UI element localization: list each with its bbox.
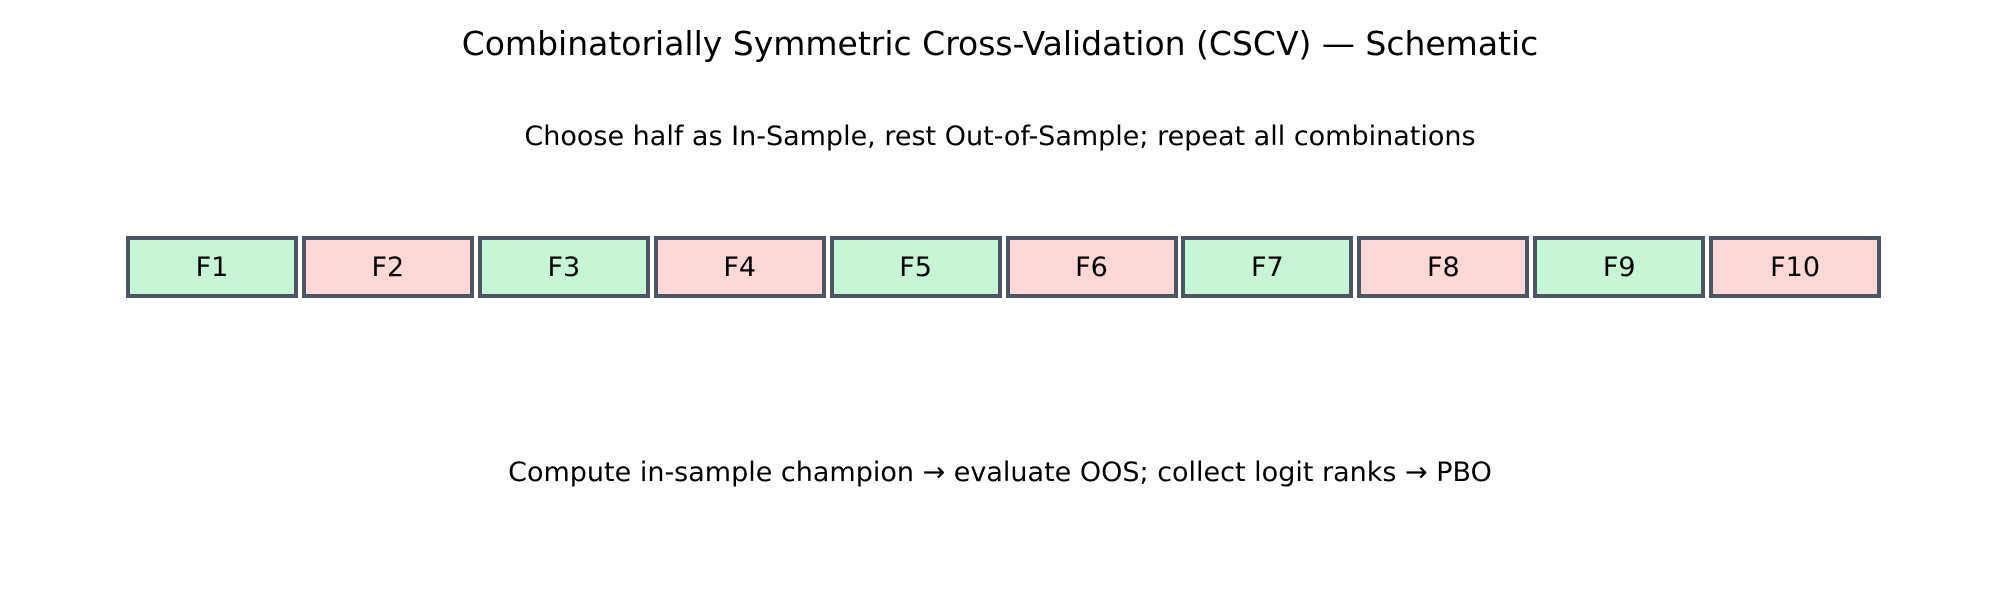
fold-box-f9: F9: [1533, 236, 1706, 298]
fold-box-f3: F3: [477, 236, 650, 298]
fold-label: F4: [723, 251, 757, 283]
fold-label: F6: [1075, 251, 1108, 283]
fold-label: F2: [371, 251, 405, 283]
fold-box-f4: F4: [653, 236, 826, 298]
diagram-subtitle: Choose half as In-Sample, rest Out-of-Sa…: [524, 121, 1476, 152]
procedure-note: Compute in-sample champion → evaluate OO…: [508, 457, 1492, 488]
fold-box-f10: F10: [1709, 236, 1882, 298]
fold-box-f8: F8: [1357, 236, 1530, 298]
fold-label: F7: [1251, 251, 1284, 283]
fold-box-f7: F7: [1181, 236, 1354, 298]
fold-box-f1: F1: [126, 236, 298, 298]
fold-label: F9: [1602, 251, 1636, 283]
diagram-title: Combinatorially Symmetric Cross-Validati…: [461, 24, 1539, 63]
fold-label: F3: [547, 251, 581, 283]
fold-label: F1: [195, 251, 229, 283]
fold-box-f2: F2: [301, 236, 474, 298]
fold-box-f5: F5: [829, 236, 1002, 298]
fold-box-f6: F6: [1005, 236, 1178, 298]
fold-label: F8: [1426, 251, 1460, 283]
fold-label: F5: [899, 251, 932, 283]
fold-row: F1 F2 F3 F4 F5 F6 F7 F8 F9 F10: [126, 236, 1882, 298]
fold-label: F10: [1770, 251, 1821, 283]
